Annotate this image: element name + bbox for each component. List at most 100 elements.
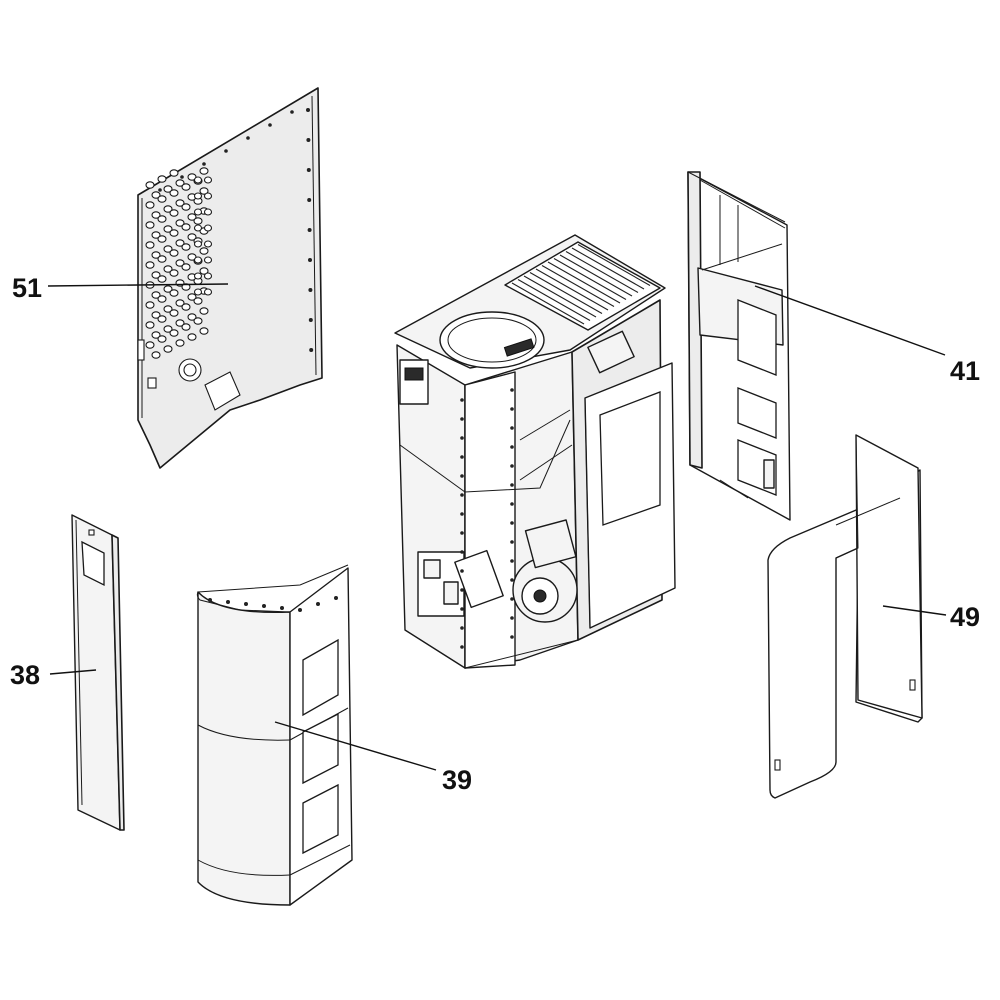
vent-hole — [169, 309, 179, 317]
vent-hole — [181, 203, 191, 211]
callout-label-38: 38 — [10, 660, 40, 690]
rivet — [460, 588, 464, 592]
screw-hole — [224, 149, 228, 153]
vent-hole — [151, 191, 161, 199]
part-38-side-strip — [71, 514, 125, 831]
vent-hole — [169, 229, 179, 237]
vent-hole — [145, 341, 155, 349]
vent-hole — [169, 269, 179, 277]
rivet — [460, 626, 464, 630]
vent-hole — [163, 185, 173, 193]
rivet — [510, 464, 514, 468]
screw-hole — [309, 348, 314, 352]
grille-slot — [511, 282, 585, 325]
screw-hole — [306, 138, 311, 142]
callout-49: 49 — [882, 602, 980, 632]
vent-hole — [145, 201, 155, 209]
vent-hole — [151, 311, 161, 319]
rivet — [460, 455, 464, 459]
panel-screw-holes — [158, 108, 314, 352]
rivet — [510, 445, 514, 449]
rivet — [460, 531, 464, 535]
vent-hole — [193, 208, 203, 216]
rivet — [460, 436, 464, 440]
vent-hole — [199, 167, 209, 175]
rivet — [510, 407, 514, 411]
vent-hole — [157, 275, 167, 283]
vent-hole — [187, 213, 197, 221]
vent-hole — [203, 176, 213, 184]
callout-label-41: 41 — [950, 356, 980, 386]
vent-hole — [175, 179, 185, 187]
grille-slot — [571, 247, 645, 290]
screw-hole — [244, 602, 248, 606]
vent-hole — [157, 335, 167, 343]
rivet — [510, 426, 514, 430]
vent-hole — [163, 265, 173, 273]
vent-hole — [151, 251, 161, 259]
vent-hole — [181, 223, 191, 231]
vent-hole — [187, 233, 197, 241]
vent-hole — [169, 169, 179, 177]
vent-hole — [169, 209, 179, 217]
vent-hole — [199, 247, 209, 255]
vent-hole — [151, 351, 161, 359]
part-41-side-frame — [687, 171, 791, 521]
rivet — [460, 645, 464, 649]
callout-51: 51 — [12, 273, 229, 303]
vent-hole — [151, 271, 161, 279]
screw-hole — [208, 598, 212, 602]
screw-hole — [306, 108, 310, 112]
vent-hole — [163, 325, 173, 333]
vent-hole — [193, 317, 203, 325]
vent-hole — [187, 293, 197, 301]
rivet — [460, 398, 464, 402]
rivet — [460, 607, 464, 611]
vent-hole — [145, 221, 155, 229]
callout-label-49: 49 — [950, 602, 980, 632]
rivet — [460, 550, 464, 554]
vent-hole — [163, 285, 173, 293]
grille-slot — [559, 254, 633, 297]
part-39-curved-panel — [196, 564, 353, 906]
vent-hole — [187, 313, 197, 321]
vent-hole — [193, 297, 203, 305]
vent-hole — [157, 295, 167, 303]
vent-hole — [145, 261, 155, 269]
vent-hole — [199, 187, 209, 195]
vent-hole — [193, 288, 203, 296]
vent-hole — [181, 303, 191, 311]
screw-hole — [316, 602, 320, 606]
vent-hole — [187, 333, 197, 341]
vent-hole — [203, 192, 213, 200]
vent-hole — [163, 225, 173, 233]
vent-hole — [181, 263, 191, 271]
grille-slot — [547, 261, 621, 304]
rivet — [460, 512, 464, 516]
callout-label-39: 39 — [442, 765, 472, 795]
vent-hole — [151, 231, 161, 239]
rivet — [460, 569, 464, 573]
rivet — [460, 493, 464, 497]
vent-hole — [181, 243, 191, 251]
vent-hole — [203, 256, 213, 264]
screw-hole — [308, 258, 312, 262]
rivet — [510, 388, 514, 392]
vent-hole — [157, 175, 167, 183]
grille-slot — [523, 275, 597, 318]
vent-hole — [193, 240, 203, 248]
vent-hole — [157, 255, 167, 263]
rivet — [510, 635, 514, 639]
grille-slot — [517, 279, 591, 321]
screw-hole — [307, 228, 312, 232]
vent-hole — [145, 241, 155, 249]
grille-slot — [529, 272, 603, 314]
vent-hole — [175, 259, 185, 267]
screw-hole — [202, 162, 206, 166]
vent-hole — [157, 315, 167, 323]
screw-hole — [308, 288, 313, 292]
callout-label-51: 51 — [12, 273, 42, 303]
vent-hole — [151, 291, 161, 299]
vent-hole — [169, 289, 179, 297]
vent-hole — [157, 235, 167, 243]
